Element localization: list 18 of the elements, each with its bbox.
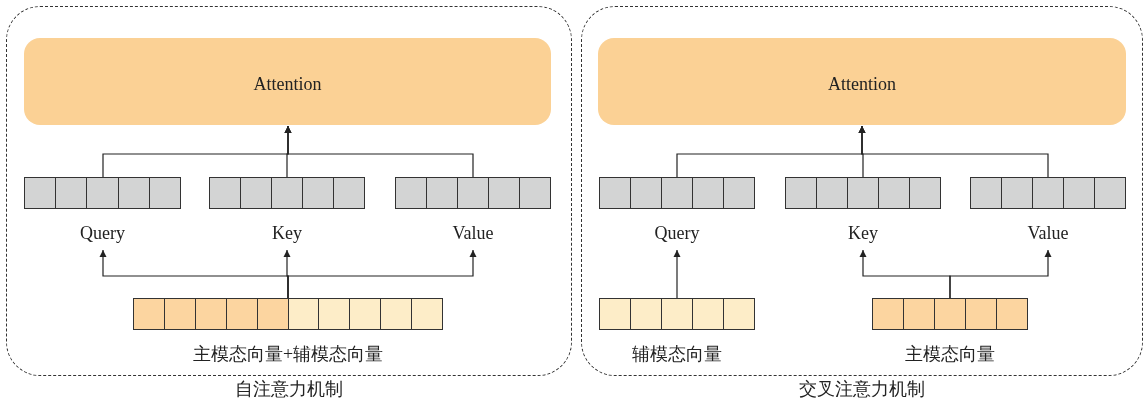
arrow [284, 125, 474, 178]
attention-box: Attention [598, 38, 1126, 125]
vector-label: Query [654, 222, 700, 245]
panel-title: 交叉注意力机制 [799, 378, 925, 400]
vector-label: Value [1027, 222, 1069, 245]
vector-label: Query [80, 222, 125, 245]
vector-label: 主模态向量+辅模态向量 [192, 343, 384, 366]
arrow [949, 249, 1052, 299]
vector-label: Value [452, 222, 494, 245]
arrow [858, 125, 1049, 178]
vector-label: 主模态向量 [905, 343, 995, 366]
arrow [673, 249, 681, 299]
vector-label: 辅模态向量 [632, 343, 722, 366]
vector-label: Key [848, 222, 878, 245]
attention-box: Attention [24, 38, 551, 125]
panel-title: 自注意力机制 [235, 378, 343, 400]
vector-label: Key [272, 222, 302, 245]
arrow [287, 249, 477, 299]
